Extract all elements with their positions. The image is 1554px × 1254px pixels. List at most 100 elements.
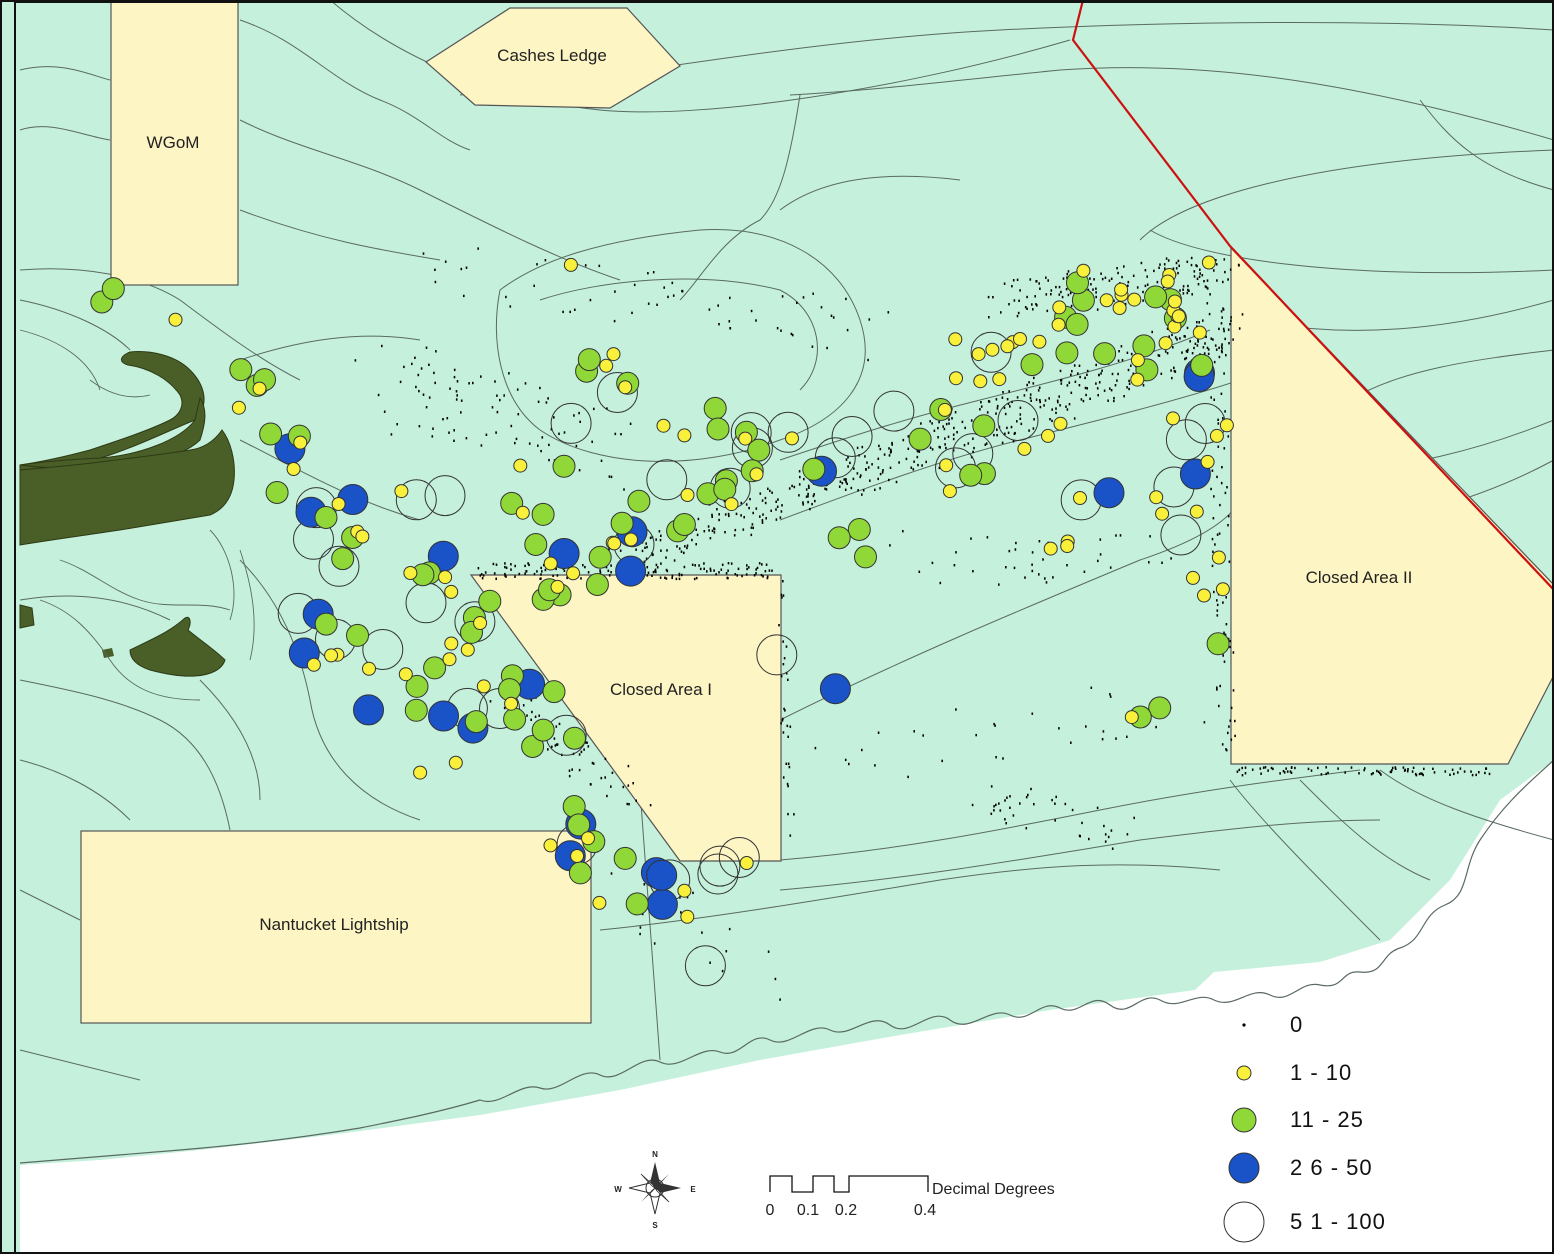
marker-zero: [1170, 557, 1172, 560]
marker-zero: [1085, 725, 1087, 728]
marker-zero: [547, 397, 549, 400]
marker-zero: [647, 571, 650, 574]
marker-zero: [1098, 373, 1100, 377]
marker-zero: [952, 437, 955, 441]
marker-zero: [1015, 541, 1017, 545]
marker-zero: [1244, 766, 1247, 769]
marker-zero: [494, 380, 496, 383]
marker-zero: [1212, 550, 1214, 553]
marker-zero: [718, 571, 720, 574]
marker-zero: [540, 573, 542, 576]
marker-zero: [1055, 411, 1057, 415]
marker-zero: [643, 883, 646, 886]
marker-zero: [479, 574, 482, 577]
marker-1-10: [1114, 282, 1129, 297]
marker-zero: [508, 372, 510, 375]
marker-zero: [1216, 533, 1219, 536]
marker-zero: [953, 426, 955, 430]
marker-zero: [1039, 399, 1041, 402]
marker-zero: [1027, 793, 1029, 797]
marker-zero: [1128, 382, 1131, 385]
marker-zero: [654, 570, 656, 573]
marker-1-10: [1013, 332, 1027, 346]
marker-1-10: [515, 505, 530, 520]
marker-zero: [477, 567, 480, 570]
marker-zero: [453, 429, 455, 432]
legend-symbol-green: [1231, 1107, 1257, 1133]
marker-zero: [1221, 466, 1223, 469]
marker-zero: [383, 410, 386, 413]
marker-11-25: [713, 477, 737, 501]
marker-zero: [1391, 769, 1393, 772]
marker-zero: [1043, 404, 1045, 407]
marker-zero: [1031, 551, 1034, 554]
marker-zero: [761, 521, 764, 524]
marker-zero: [1224, 633, 1227, 636]
marker-zero: [1394, 767, 1397, 770]
marker-zero: [678, 572, 681, 576]
marker-zero: [1153, 269, 1155, 273]
marker-zero: [1056, 399, 1059, 402]
marker-zero: [1484, 771, 1486, 775]
marker-zero: [1089, 397, 1091, 400]
marker-zero: [782, 776, 785, 779]
marker-zero: [785, 672, 788, 675]
marker-1-10: [937, 402, 952, 417]
marker-zero: [1012, 279, 1015, 282]
marker-zero: [1196, 321, 1198, 324]
marker-zero: [1102, 730, 1105, 733]
marker-zero: [1229, 639, 1231, 643]
marker-zero: [1164, 267, 1166, 270]
marker-zero: [861, 493, 863, 496]
marker-zero: [891, 441, 893, 445]
marker-zero: [1070, 304, 1073, 308]
compass-n: N: [652, 1150, 658, 1159]
map-inner-border: [14, 1, 1554, 1254]
closed-area-1-label: Closed Area I: [610, 680, 712, 699]
marker-zero: [696, 533, 699, 537]
marker-zero: [1077, 372, 1079, 375]
marker-zero: [1110, 277, 1113, 280]
marker-zero: [1013, 432, 1016, 435]
marker-zero: [1004, 412, 1007, 416]
marker-zero: [1039, 405, 1042, 409]
marker-zero: [767, 950, 770, 953]
marker-zero: [1104, 840, 1107, 843]
marker-zero: [1184, 335, 1186, 338]
marker-zero: [764, 496, 767, 500]
marker-zero: [759, 492, 762, 495]
marker-zero: [1140, 261, 1143, 265]
marker-zero: [970, 537, 972, 540]
marker-zero: [647, 302, 650, 305]
marker-zero: [456, 394, 458, 397]
marker-zero: [843, 478, 845, 481]
marker-zero: [727, 569, 729, 572]
marker-zero: [907, 775, 909, 779]
marker-1-10: [971, 347, 986, 362]
marker-zero: [752, 526, 754, 530]
marker-zero: [1086, 369, 1089, 373]
marker-zero: [1225, 354, 1227, 357]
marker-zero: [771, 491, 773, 494]
marker-1-10: [1192, 325, 1207, 340]
marker-zero: [802, 296, 805, 299]
marker-zero: [536, 570, 538, 573]
marker-zero: [1285, 767, 1287, 770]
marker-zero: [527, 562, 529, 565]
marker-zero: [1060, 382, 1063, 385]
marker-zero: [550, 428, 553, 431]
marker-zero: [1238, 327, 1241, 330]
marker-zero: [998, 802, 1000, 805]
marker-zero: [1059, 369, 1062, 373]
marker-zero: [713, 569, 715, 572]
marker-zero: [1108, 279, 1111, 282]
marker-26-50: [1093, 477, 1125, 509]
marker-51-100: [873, 390, 915, 432]
marker-11-25: [259, 422, 283, 446]
marker-11-25: [346, 623, 369, 647]
marker-zero: [1092, 288, 1094, 291]
marker-zero: [1023, 394, 1026, 397]
marker-zero: [1071, 808, 1074, 812]
marker-zero: [646, 545, 648, 549]
marker-zero: [1289, 770, 1292, 773]
